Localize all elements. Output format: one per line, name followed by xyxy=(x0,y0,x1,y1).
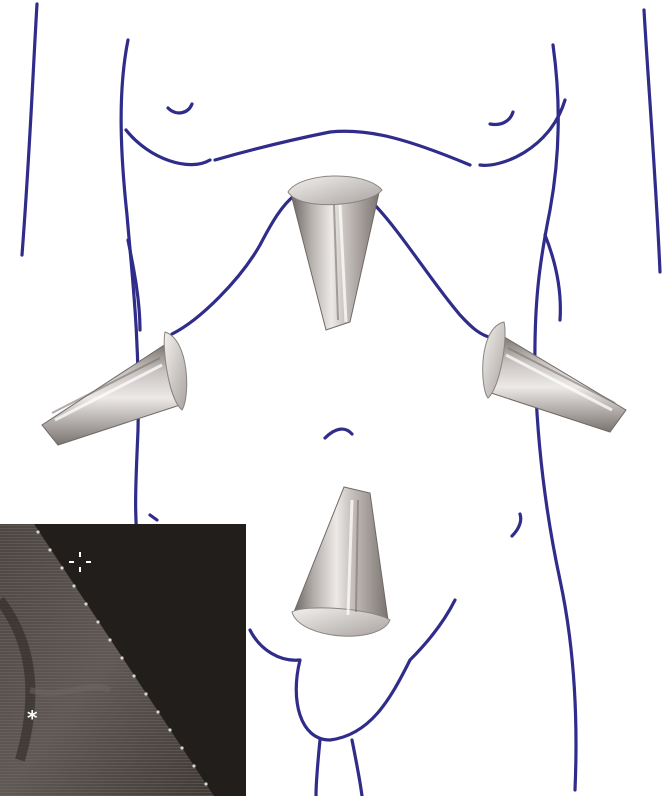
left-costal-margin-line xyxy=(370,200,492,338)
ultrasound-probe-left-flank-icon xyxy=(483,322,626,432)
left-torso-inner-line xyxy=(545,235,560,320)
ultrasound-image: * xyxy=(0,524,246,796)
left-arm-outer-line xyxy=(644,10,660,272)
right-arm-outer-line xyxy=(22,4,37,255)
left-hip-mark-line xyxy=(512,514,521,536)
left-pectoral-line xyxy=(480,100,565,165)
ultrasound-probe-epigastric-icon xyxy=(288,176,382,330)
chest-center-line xyxy=(215,131,470,165)
right-nipple-line xyxy=(168,104,192,113)
right-hip-mark-line xyxy=(150,515,157,520)
right-costal-margin-line xyxy=(172,195,295,334)
right-thigh-line xyxy=(316,740,320,796)
navel-line xyxy=(325,429,352,438)
right-pectoral-line xyxy=(126,130,210,165)
ultrasound-probe-suprapubic-icon xyxy=(292,487,390,636)
ultrasound-probe-right-flank-icon xyxy=(42,332,187,445)
asterisk-marker: * xyxy=(27,706,38,730)
left-thigh-line xyxy=(352,740,362,796)
left-nipple-line xyxy=(490,112,513,125)
